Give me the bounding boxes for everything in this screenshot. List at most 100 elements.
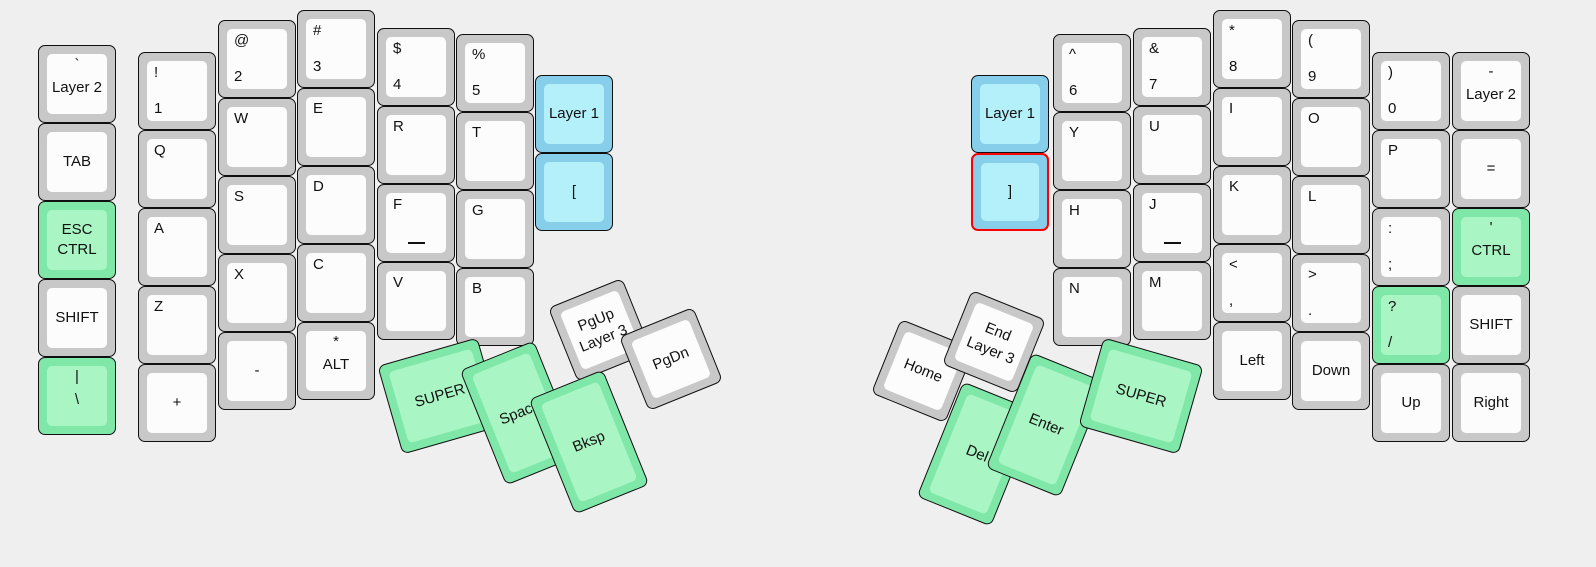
keycap: :; [1381,217,1441,277]
key-legend-base: V [393,274,404,291]
keycap: G [465,199,525,259]
key-legend-base: Z [154,298,164,315]
key-left[interactable]: Left [1213,322,1291,400]
key-i[interactable]: I [1213,88,1291,166]
key-a[interactable]: A [138,208,216,286]
keycap: M [1142,271,1202,331]
key-quote-ctrl[interactable]: 'CTRL [1452,208,1530,286]
key-alt[interactable]: *ALT [297,322,375,400]
key-legend-base: L [1308,188,1317,205]
key-legend-shifted: | [75,368,79,385]
key-h[interactable]: H [1053,190,1131,268]
key-legend-shifted: ' [1489,219,1493,236]
key-e[interactable]: E [297,88,375,166]
key-c[interactable]: C [297,244,375,322]
key-tab[interactable]: TAB [38,123,116,201]
key-legend-base: Left [1239,352,1265,370]
key-4[interactable]: $4 [377,28,455,106]
key-o[interactable]: O [1292,98,1370,176]
key-0[interactable]: )0 [1372,52,1450,130]
key-legend-base: T [472,124,482,141]
key-v[interactable]: V [377,262,455,340]
key-k[interactable]: K [1213,166,1291,244]
keycap: $4 [386,37,446,97]
key-legend-shifted: * [333,333,339,350]
key-down[interactable]: Down [1292,332,1370,410]
key-legend-shifted: % [472,46,486,63]
key-legend-base: 6 [1069,82,1078,99]
key-6[interactable]: ^6 [1053,34,1131,112]
key-t[interactable]: T [456,112,534,190]
key-x[interactable]: X [218,254,296,332]
key-8[interactable]: *8 [1213,10,1291,88]
keycap: E [306,97,366,157]
key-pipe-backslash[interactable]: |\ [38,357,116,435]
key-p[interactable]: P [1372,130,1450,208]
key-bracket-left[interactable]: [ [535,153,613,231]
key-slash[interactable]: ?/ [1372,286,1450,364]
key-equals[interactable]: = [1452,130,1530,208]
key-l[interactable]: L [1292,176,1370,254]
keycap: W [227,107,287,167]
key-up[interactable]: Up [1372,364,1450,442]
key-n[interactable]: N [1053,268,1131,346]
key-layer1[interactable]: Layer 1 [535,75,613,153]
key-2[interactable]: @2 [218,20,296,98]
key-semicolon[interactable]: :; [1372,208,1450,286]
key-f[interactable]: F [377,184,455,262]
keycap: + [147,373,207,433]
key-j[interactable]: J [1133,184,1211,262]
key-shift[interactable]: SHIFT [1452,286,1530,364]
key-right[interactable]: Right [1452,364,1530,442]
key-shift[interactable]: SHIFT [38,279,116,357]
keycap: S [227,185,287,245]
key-m[interactable]: M [1133,262,1211,340]
key-3[interactable]: #3 [297,10,375,88]
key-legend-base: A [154,220,165,237]
key-legend-shifted: & [1149,40,1160,57]
keycap: Layer 1 [544,84,604,144]
key-d[interactable]: D [297,166,375,244]
key-plus[interactable]: + [138,364,216,442]
key-s[interactable]: S [218,176,296,254]
key-g[interactable]: G [456,190,534,268]
key-layer2[interactable]: -Layer 2 [1452,52,1530,130]
key-comma[interactable]: <, [1213,244,1291,322]
key-bracket-right[interactable]: ] [971,153,1049,231]
key-1[interactable]: !1 [138,52,216,130]
key-u[interactable]: U [1133,106,1211,184]
key-legend-base: TAB [62,153,92,171]
key-b[interactable]: B [456,268,534,346]
key-legend-base: 1 [154,100,163,117]
key-r[interactable]: R [377,106,455,184]
key-legend-base: C [313,256,324,273]
key-z[interactable]: Z [138,286,216,364]
key-legend-shifted: @ [234,32,250,49]
key-y[interactable]: Y [1053,112,1131,190]
key-w[interactable]: W [218,98,296,176]
key-minus[interactable]: - [218,332,296,410]
key-legend-base: Down [1311,362,1351,380]
key-legend-base: N [1069,280,1080,297]
key-legend-base: - [254,362,260,380]
key-legend-shifted: ( [1308,32,1313,49]
key-legend-base: , [1229,292,1234,309]
key-period[interactable]: >. [1292,254,1370,332]
key-layer2[interactable]: `Layer 2 [38,45,116,123]
key-layer1[interactable]: Layer 1 [971,75,1049,153]
key-legend-shifted: ? [1388,298,1397,315]
key-legend-shifted: ^ [1069,46,1077,63]
key-5[interactable]: %5 [456,34,534,112]
key-q[interactable]: Q [138,130,216,208]
key-legend-base: I [1229,100,1234,117]
key-legend-shifted: ! [154,64,159,81]
key-legend-base: H [1069,202,1080,219]
key-7[interactable]: &7 [1133,28,1211,106]
keycap: ] [981,163,1039,221]
key-super[interactable]: SUPER [1078,337,1204,455]
keycap: &7 [1142,37,1202,97]
key-9[interactable]: (9 [1292,20,1370,98]
key-legend-base: Up [1401,394,1421,412]
